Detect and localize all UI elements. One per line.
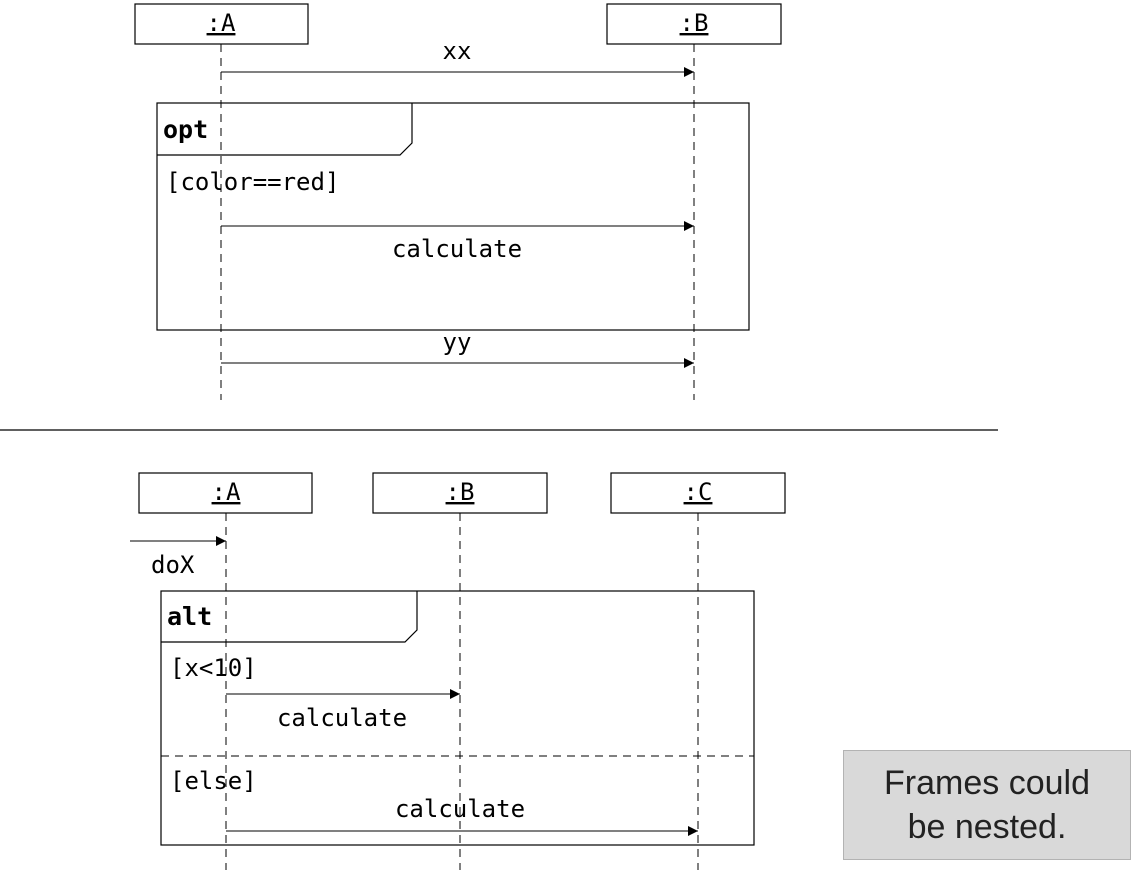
message-calculate-c-label: calculate: [395, 795, 525, 823]
lifeline-b2-label: :B: [446, 478, 475, 506]
message-dox: doX: [130, 536, 226, 579]
message-calculate: calculate: [221, 221, 694, 263]
message-dox-label: doX: [151, 551, 195, 579]
note-text: Frames could be nested.: [884, 764, 1090, 846]
diagram-alt: :A :B :C alt [x<10] [else] doX: [130, 472, 786, 870]
lifeline-a2-label: :A: [212, 478, 241, 506]
opt-operator-label: opt: [163, 115, 208, 144]
lifeline-b-label: :B: [680, 9, 709, 37]
alt-frame-tab: [161, 591, 418, 643]
message-xx-label: xx: [443, 37, 472, 65]
message-calculate-b: calculate: [226, 689, 460, 732]
lifeline-c2-top: :C: [610, 472, 786, 514]
lifeline-c2-label: :C: [684, 478, 713, 506]
alt-guard1-label: [x<10]: [170, 654, 257, 682]
message-calculate-b-label: calculate: [277, 704, 407, 732]
lifeline-b2-top: :B: [372, 472, 548, 514]
message-calculate-c: calculate: [226, 795, 698, 836]
opt-guard-label: [color==red]: [166, 168, 339, 196]
alt-operator-label: alt: [167, 602, 212, 631]
note-box: Frames could be nested.: [843, 750, 1131, 860]
message-calculate-label: calculate: [392, 235, 522, 263]
lifeline-b-top: :B: [606, 3, 782, 45]
message-yy: yy: [221, 328, 694, 368]
opt-frame-tab: [157, 103, 413, 156]
alt-frame: alt [x<10] [else]: [160, 590, 755, 846]
message-xx: xx: [221, 37, 694, 77]
lifeline-a-label: :A: [207, 9, 236, 37]
opt-frame: opt [color==red]: [156, 102, 750, 331]
diagram-opt: :A :B opt [color==red] xx calculate yy: [134, 3, 782, 400]
message-yy-label: yy: [443, 328, 472, 356]
lifeline-a2-top: :A: [138, 472, 313, 514]
alt-guard2-label: [else]: [170, 767, 257, 795]
lifeline-a-top: :A: [134, 3, 309, 45]
